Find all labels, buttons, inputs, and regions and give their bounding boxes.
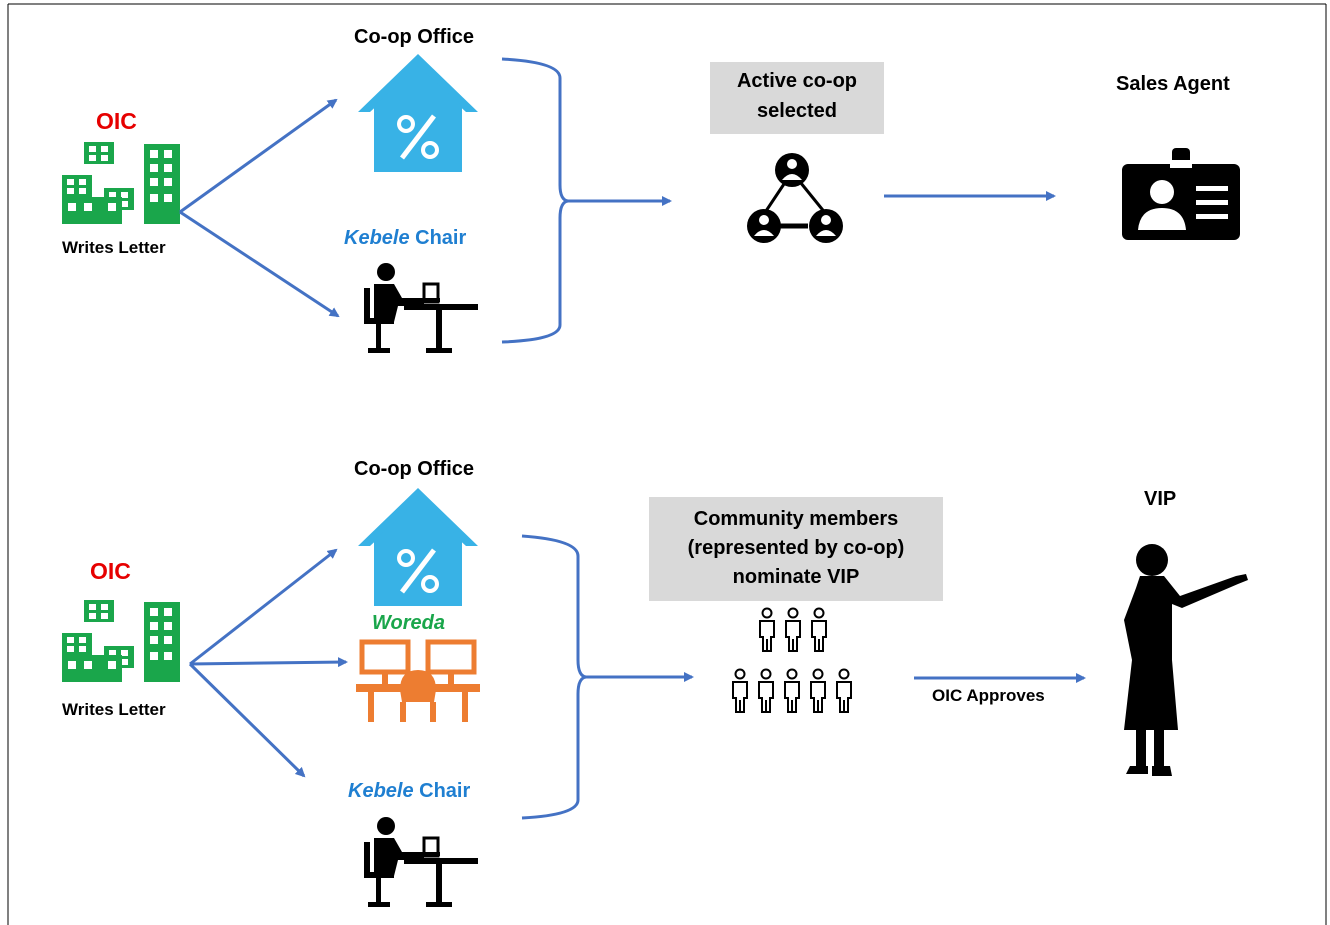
writes-letter-label-bottom: Writes Letter [62, 700, 166, 719]
sales-agent-label: Sales Agent [1116, 73, 1230, 95]
oic-label-top: OIC [96, 108, 137, 134]
active-coop-line1: Active co-op [736, 70, 858, 92]
kebele-italic-top: Kebele [344, 227, 410, 249]
arrow-oic-to-coop-top [179, 98, 338, 214]
coop-office-label-bottom: Co-op Office [354, 458, 474, 480]
community-line1: Community members [693, 508, 899, 530]
oic-buildings-icon-bottom [62, 600, 180, 682]
vip-label: VIP [1144, 488, 1177, 510]
arrow-oic-to-kebele-bottom [188, 662, 306, 778]
chair-text-top: Chair [409, 227, 467, 249]
oic-label-bottom: OIC [90, 558, 131, 584]
bracket-bottom [521, 534, 587, 820]
community-line2: (represented by co-op) [687, 537, 905, 559]
kebele-italic-bottom: Kebele [348, 780, 414, 802]
bracket-top [501, 57, 569, 344]
oic-approves-label: OIC Approves [932, 686, 1045, 705]
kebele-chair-icon-bottom [362, 815, 480, 909]
id-badge-icon [1122, 148, 1240, 240]
coop-house-icon-bottom [358, 488, 478, 606]
coop-network-icon [747, 153, 843, 243]
active-coop-line2: selected [756, 100, 838, 122]
kebele-chair-icon-top [362, 261, 480, 355]
active-coop-box: Active co-op selected [710, 62, 884, 134]
vip-speaker-icon [1124, 544, 1248, 776]
kebele-chair-label-bottom: Kebele Chair [348, 780, 470, 803]
community-line3: nominate VIP [732, 566, 860, 588]
oic-buildings-icon-top [62, 142, 180, 224]
arrow-oic-to-coop-bottom [189, 548, 338, 666]
writes-letter-label-top: Writes Letter [62, 238, 166, 257]
kebele-chair-label-top: Kebele Chair [344, 227, 466, 250]
arrow-oic-to-kebele-top [179, 210, 340, 318]
arrow-oic-to-woreda [189, 657, 348, 668]
woreda-office-icon [356, 639, 480, 722]
woreda-label: Woreda [372, 612, 445, 634]
community-box: Community members (represented by co-op)… [649, 497, 943, 601]
coop-house-icon-top [358, 54, 478, 172]
chair-text-bottom: Chair [413, 780, 471, 802]
community-people-icon [732, 607, 852, 713]
coop-office-label-top: Co-op Office [354, 26, 474, 48]
